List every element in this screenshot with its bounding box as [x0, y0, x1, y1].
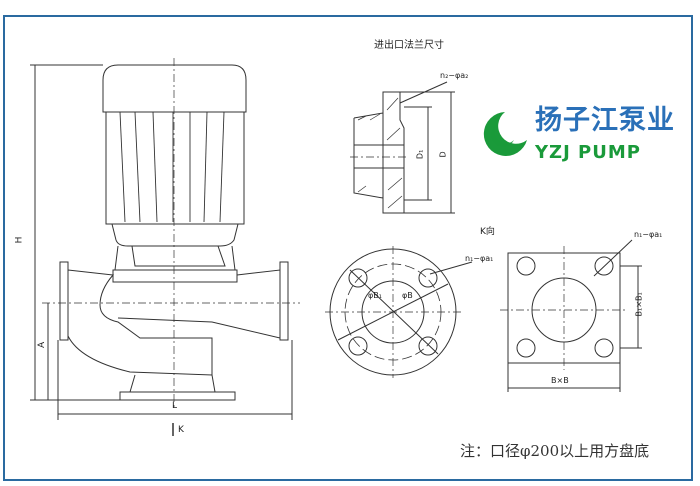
pump-elevation: [30, 58, 300, 436]
dim-D1: D₁: [415, 149, 425, 160]
dim-K: K: [178, 425, 184, 435]
outlet-flange: [279, 261, 289, 341]
base-foot: [119, 374, 236, 401]
motor-base: [111, 223, 239, 247]
dim-B1xB1: B₁×B₁: [634, 292, 644, 317]
round-base-view: [325, 246, 473, 378]
dim-phiB1: φB₁: [368, 291, 382, 300]
dim-n2-a2: n₂−φa₂: [440, 71, 469, 80]
bracket: [114, 245, 236, 271]
flange-title: 进出口法兰尺寸: [374, 40, 444, 51]
flange-section: [350, 81, 455, 214]
note-text: 注：口径φ200以上用方盘底: [460, 442, 650, 460]
square-base-view: [500, 239, 642, 392]
dim-L: L: [172, 401, 178, 411]
inlet-flange: [59, 261, 69, 341]
dim-H: H: [14, 236, 25, 244]
dim-n1-a1: n₁−φa₁: [465, 254, 494, 263]
dim-BxB: B×B: [551, 376, 569, 385]
image-frame: [3, 15, 693, 481]
logo-swirl-icon: [483, 112, 527, 156]
dim-A: A: [37, 341, 48, 349]
dim-n1-a1-square: n₁−φa₁: [634, 230, 663, 239]
dim-D: D: [438, 151, 448, 158]
coupling-plate: [112, 269, 238, 283]
volute: [67, 269, 213, 376]
outlet-pipe: [117, 269, 281, 339]
motor-fins: [119, 111, 225, 223]
motor-cap: [102, 64, 247, 113]
dim-phiB: φB: [402, 291, 413, 300]
logo-name-cn: 扬子江泵业: [535, 105, 675, 136]
logo-name-en: YZJ PUMP: [535, 142, 641, 163]
view-k-label: K向: [480, 227, 495, 237]
